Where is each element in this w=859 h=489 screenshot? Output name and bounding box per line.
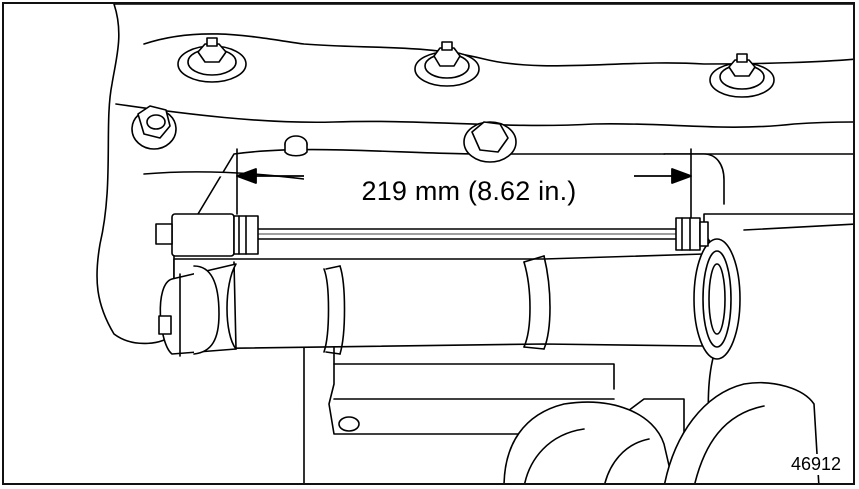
bolt-left-side — [131, 105, 177, 150]
upper-housing — [96, 4, 853, 345]
bolt-top-right — [709, 53, 775, 98]
tool-right-flange — [693, 238, 741, 360]
bolt-top-left — [177, 37, 247, 83]
tool-left-cap — [158, 263, 237, 357]
figure-number: 46912 — [788, 454, 843, 475]
bolt-top-center — [414, 41, 480, 87]
technical-illustration — [96, 4, 853, 483]
rod-nut-right — [675, 217, 709, 251]
plug — [284, 135, 308, 157]
axle-boot-lower — [503, 381, 820, 483]
tool-tube — [173, 253, 705, 355]
rod-nut-left — [155, 213, 259, 257]
dimension-label: 219 mm (8.62 in.) — [304, 174, 634, 208]
bolt-center-underside — [463, 121, 517, 163]
